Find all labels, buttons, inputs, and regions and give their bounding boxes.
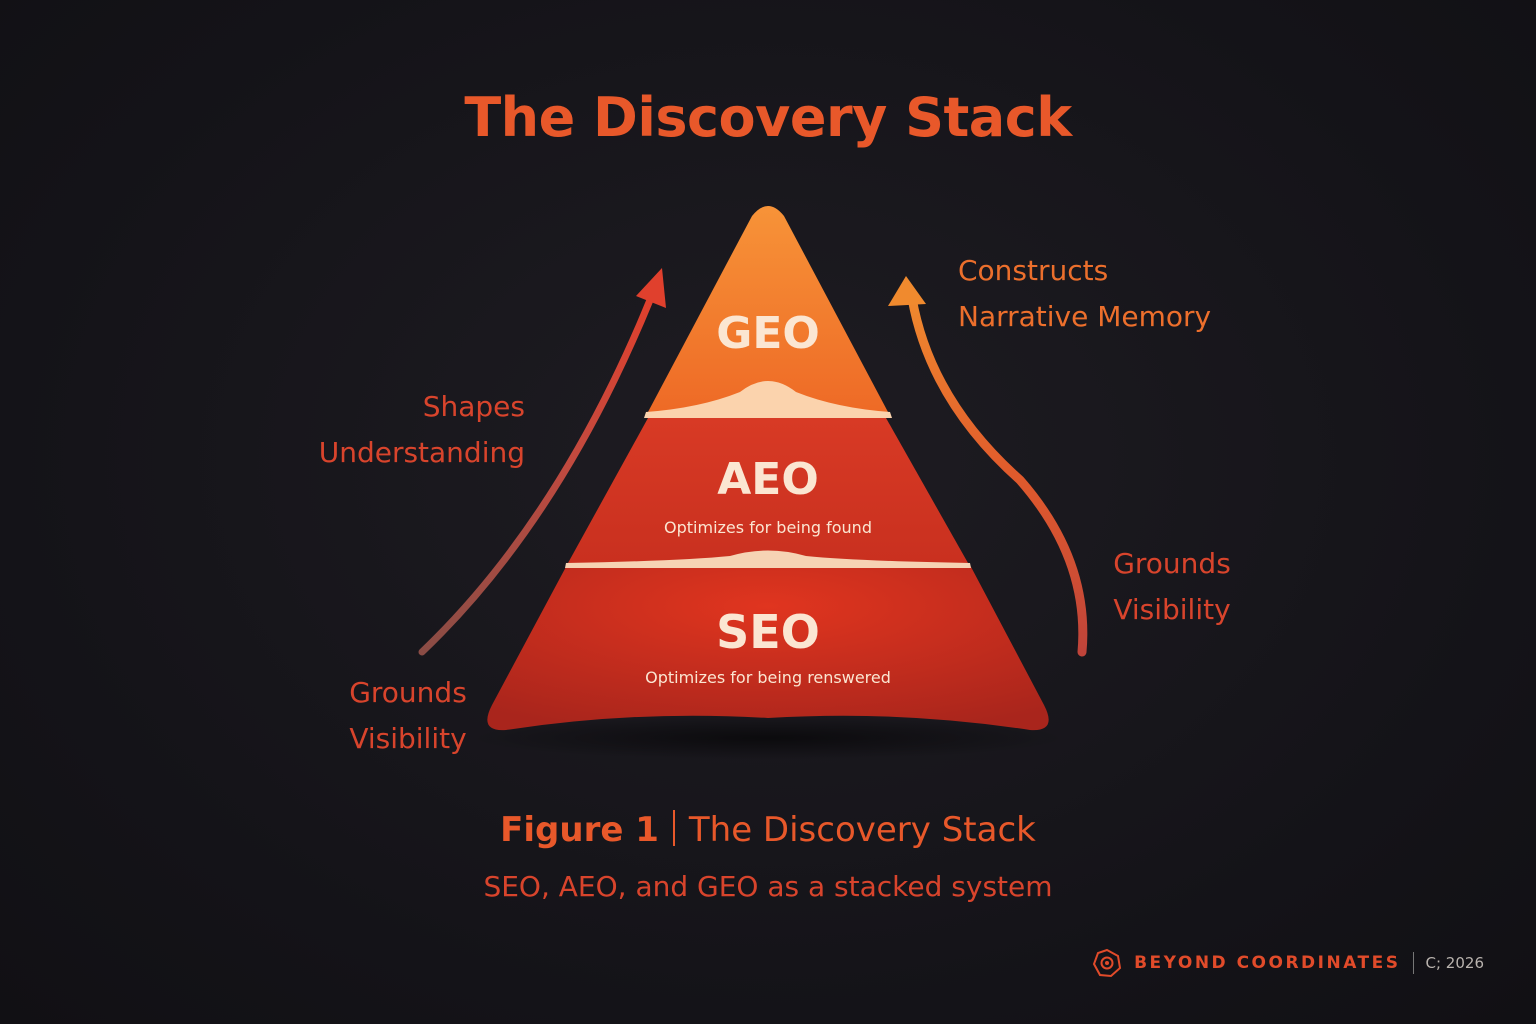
geo-aeo-separator	[644, 381, 892, 418]
aeo-label: AEO	[717, 454, 819, 505]
left-arrow-head	[636, 268, 666, 308]
pyramid-shadow	[468, 716, 1068, 760]
right-lower-line-2: Visibility	[1113, 593, 1231, 626]
footer-divider	[1412, 952, 1414, 974]
aeo-tier-shape	[568, 418, 968, 563]
copyright-year: C; 2026	[1425, 954, 1484, 972]
geo-label: GEO	[716, 308, 820, 359]
figure-number: Figure 1	[500, 810, 659, 850]
right-lower-line-1: Grounds	[1113, 547, 1231, 580]
left-upper-line-2: Understanding	[318, 436, 525, 469]
figure-subtitle: SEO, AEO, and GEO as a stacked system	[483, 870, 1053, 903]
brand-name: BEYOND COORDINATES	[1134, 953, 1401, 973]
left-upper-line-1: Shapes	[422, 390, 525, 423]
right-upper-line-1: Constructs	[958, 254, 1109, 287]
figure-caption: Figure 1 The Discovery Stack	[0, 809, 1536, 850]
left-upper-annotation: Shapes Understanding	[265, 384, 525, 476]
compass-logo-icon	[1092, 948, 1122, 978]
right-upper-line-2: Narrative Memory	[958, 300, 1212, 333]
seo-subtitle: Optimizes for being renswered	[645, 668, 891, 687]
geo-tier-shape	[648, 206, 888, 412]
left-lower-line-1: Grounds	[349, 676, 467, 709]
aeo-seo-separator	[565, 550, 971, 568]
figure-title: The Discovery Stack	[688, 810, 1036, 850]
left-arrow-shaft	[418, 296, 654, 656]
seo-tier-shape	[487, 565, 1049, 731]
seo-label: SEO	[716, 605, 820, 659]
footer: BEYOND COORDINATES C; 2026	[1092, 948, 1484, 978]
page-title: The Discovery Stack	[464, 86, 1072, 149]
aeo-subtitle: Optimizes for being found	[664, 518, 872, 537]
right-lower-annotation: Grounds Visibility	[1100, 541, 1244, 633]
right-upper-annotation: Constructs Narrative Memory	[958, 248, 1258, 340]
left-lower-line-2: Visibility	[349, 722, 467, 755]
left-lower-annotation: Grounds Visibility	[330, 670, 486, 762]
right-arrow-shaft	[907, 293, 1088, 657]
caption-divider	[672, 809, 675, 846]
right-arrow-head	[888, 276, 926, 306]
